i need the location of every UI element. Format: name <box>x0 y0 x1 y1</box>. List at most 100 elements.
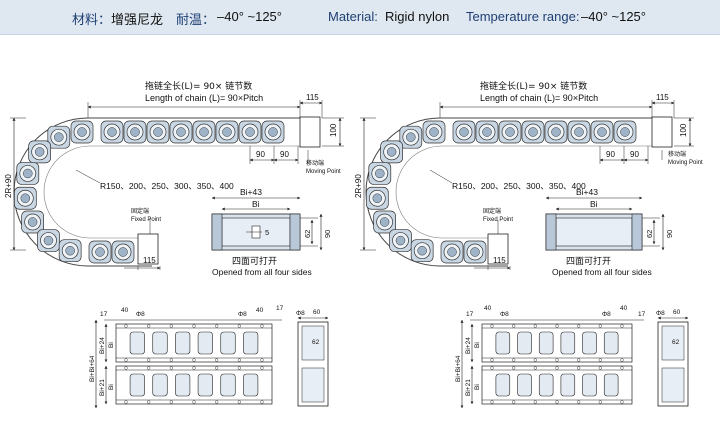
crossbar <box>538 331 554 355</box>
width-bi: Bi <box>252 199 260 209</box>
opened-four-sides-en: Opened from all four sides <box>552 267 652 277</box>
material-value-cn: 增强尼龙 <box>111 12 164 27</box>
chain-link-hole <box>153 127 163 137</box>
crossbar <box>603 373 619 397</box>
right-cross-section: Bi+43 Bi 62 90 四面可打开 Opened from all fou… <box>545 187 674 277</box>
mount-hole <box>512 358 516 362</box>
mount-hole <box>215 324 219 328</box>
dim-40-right: 40 <box>620 305 628 312</box>
mount-hole <box>237 366 241 370</box>
dim-bi-upper: Bi <box>474 342 481 348</box>
crossbar <box>129 373 145 397</box>
mount-hole <box>512 324 516 328</box>
moving-point-label-en: Moving Point <box>306 169 341 175</box>
crossbar <box>582 331 597 355</box>
chain-link-hole <box>176 127 186 137</box>
dim-115-bottom: 115 <box>143 256 156 265</box>
right-chain-diagram: 拖链全长(L)= 90× 链节数 Length of chain (L)= 90… <box>354 80 703 270</box>
hole-dia-left: Φ8 <box>500 311 509 318</box>
dim-17-right: 17 <box>276 305 284 312</box>
hole-dia-right: Φ8 <box>602 311 611 318</box>
material-label-en: Material: <box>328 9 378 24</box>
crossbar <box>152 331 168 355</box>
mount-hole <box>192 358 196 362</box>
crossbar <box>197 373 213 397</box>
mount-hole <box>237 400 241 404</box>
mount-hole <box>598 400 602 404</box>
dim-115-bottom: 115 <box>493 256 506 265</box>
dim-bi-lower: Bi <box>474 384 481 390</box>
mount-hole <box>260 358 264 362</box>
fixed-point-label-en: Fixed Point <box>131 217 161 223</box>
left-chain-diagram: 拖链全长(L)= 90× 链节数 Length of chain (L)= 90… <box>4 80 344 270</box>
dim-17-right: 17 <box>638 311 646 318</box>
opened-four-sides-cn: 四面可打开 <box>232 255 277 267</box>
side-hole-dia: Φ8 <box>656 310 665 317</box>
right-chain-links <box>365 120 637 264</box>
mount-hole <box>512 400 516 404</box>
crossbar <box>603 331 619 355</box>
mount-hole <box>192 324 196 328</box>
chain-link-hole <box>268 127 278 137</box>
chain-link-hole <box>482 127 492 137</box>
mount-hole <box>169 366 173 370</box>
crossbar <box>197 331 213 355</box>
crossbar <box>243 331 259 355</box>
dim-40-right: 40 <box>256 307 264 314</box>
material-value-en: Rigid nylon <box>385 9 450 24</box>
crossbar <box>220 373 236 397</box>
mount-hole <box>577 366 581 370</box>
chain-link-hole <box>372 193 383 204</box>
moving-end-bracket <box>651 116 673 148</box>
left-chain-links <box>13 120 285 264</box>
chain-link-hole <box>395 235 406 246</box>
crossbar <box>175 331 191 355</box>
crossbar <box>243 373 259 397</box>
temperature-value-cn: –40° ~125° <box>217 9 282 24</box>
pitch-dim-1: 90 <box>606 150 615 159</box>
dim-total-height: Bi+Bi+64 <box>89 355 96 382</box>
chain-length-label-en: Length of chain (L)= 90×Pitch <box>145 93 263 103</box>
left-bracket-drawing: 17 40 Φ8 Φ8 40 17 Bi+Bi+64 Bi+24 Bi+21 B… <box>89 305 329 409</box>
dim-bi-24: Bi+24 <box>99 337 106 354</box>
moving-point-label-en: Moving Point <box>668 160 703 166</box>
crossbar <box>560 373 576 397</box>
mount-hole <box>124 358 128 362</box>
mount-hole <box>577 400 581 404</box>
chain-link-hole <box>199 127 209 137</box>
mount-hole <box>533 400 537 404</box>
mount-hole <box>555 400 559 404</box>
crossbar <box>495 373 511 397</box>
dim-90: 90 <box>665 230 674 238</box>
chain-link-hole <box>505 127 515 137</box>
dim-100: 100 <box>329 123 338 137</box>
chain-link-hole <box>386 147 397 157</box>
mount-hole <box>490 366 494 370</box>
moving-point-label-cn: 移动端 <box>306 159 324 167</box>
side-dim-60: 60 <box>313 309 321 316</box>
side-dim-62: 62 <box>312 339 320 346</box>
chain-link-hole <box>620 127 630 137</box>
chain-length-label-cn: 拖链全长(L)= 90× 链节数 <box>480 80 587 92</box>
chain-link-hole <box>429 127 439 137</box>
dim-total-height: Bi+Bi+64 <box>455 355 462 382</box>
chain-link-hole <box>597 127 607 137</box>
chain-link-hole <box>23 168 33 179</box>
mount-hole <box>192 400 196 404</box>
moving-end-bracket <box>299 116 321 148</box>
chain-link-hole <box>379 217 390 227</box>
mount-hole <box>124 324 128 328</box>
mount-hole <box>598 324 602 328</box>
chain-length-label-en: Length of chain (L)= 90×Pitch <box>480 93 598 103</box>
temperature-label-en: Temperature range: <box>466 9 580 24</box>
chain-link-hole <box>130 127 140 137</box>
chain-link-hole <box>375 168 385 179</box>
pitch-dim-1: 90 <box>256 150 265 159</box>
spec-header: 材料： 增强尼龙 耐温： –40° ~125° Material: Rigid … <box>0 0 720 35</box>
chain-link-hole <box>34 147 45 157</box>
chain-link-hole <box>222 127 232 137</box>
mount-hole <box>577 324 581 328</box>
radius-options: R150、200、250、300、350、400 <box>452 181 586 191</box>
mount-hole <box>620 366 624 370</box>
dim-17-left: 17 <box>100 311 108 318</box>
